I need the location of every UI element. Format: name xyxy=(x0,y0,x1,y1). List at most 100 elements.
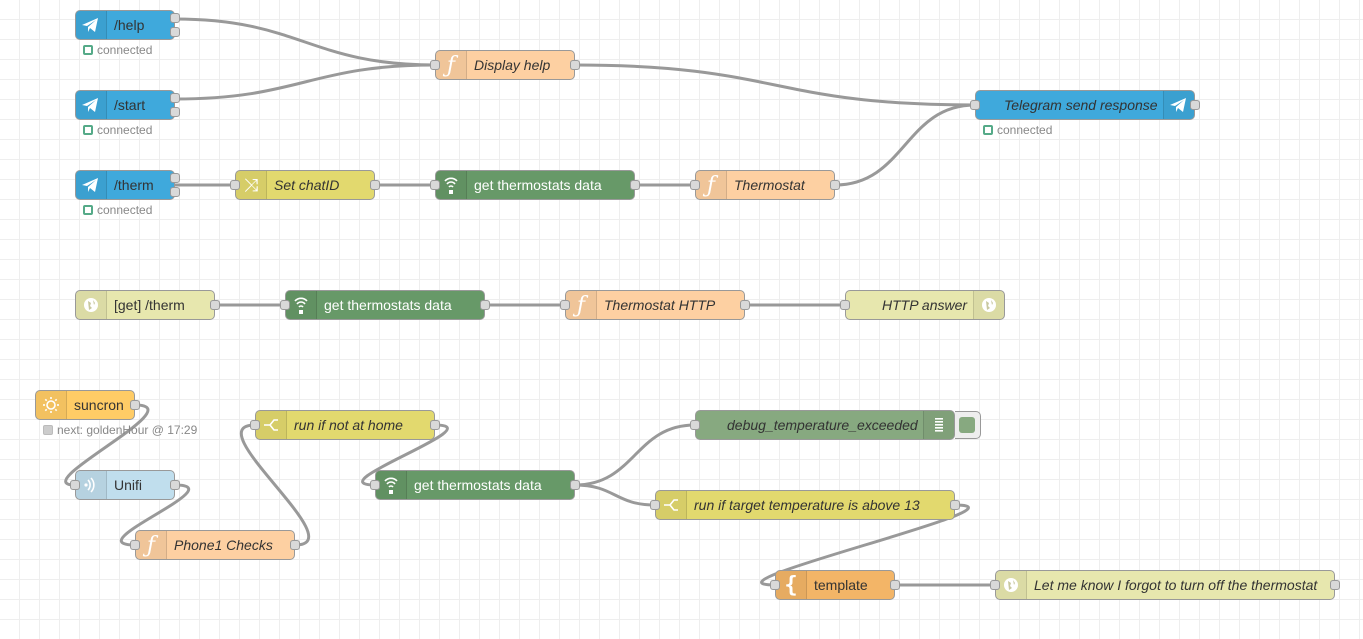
node-get-thermostats-data[interactable]: get thermostats data xyxy=(430,170,640,200)
debug-toggle-button[interactable] xyxy=(955,411,981,439)
wire xyxy=(574,483,656,507)
wire xyxy=(174,63,436,101)
output-port[interactable] xyxy=(210,300,220,310)
output-port[interactable] xyxy=(170,27,180,37)
netatmo-icon xyxy=(286,291,317,319)
node-phone-checks[interactable]: ƒ Phone1 Checks xyxy=(130,530,300,560)
node-let-me-know[interactable]: Let me know I forgot to turn off the the… xyxy=(990,570,1340,600)
output-port[interactable] xyxy=(480,300,490,310)
node-label: get thermostats data xyxy=(324,297,452,313)
node-start[interactable]: /start xyxy=(75,90,180,120)
node-label: run if not at home xyxy=(294,417,403,433)
function-icon: ƒ xyxy=(696,171,727,199)
output-port[interactable] xyxy=(570,60,580,70)
wire xyxy=(361,423,449,487)
debug-icon xyxy=(923,411,954,439)
node-label: Telegram send response xyxy=(1004,97,1158,113)
input-port[interactable] xyxy=(770,580,780,590)
input-port[interactable] xyxy=(430,180,440,190)
output-port[interactable] xyxy=(740,300,750,310)
status-ring-icon xyxy=(983,125,993,135)
node-http-answer[interactable]: HTTP answer xyxy=(840,290,1005,320)
output-port[interactable] xyxy=(430,420,440,430)
node-run-if-target[interactable]: run if target temperature is above 13 xyxy=(650,490,960,520)
output-port[interactable] xyxy=(1330,580,1340,590)
node-debug[interactable]: debug_temperature_exceeded xyxy=(690,410,955,440)
input-port[interactable] xyxy=(970,100,980,110)
wire xyxy=(239,423,311,547)
output-port[interactable] xyxy=(570,480,580,490)
input-port[interactable] xyxy=(840,300,850,310)
globe-icon xyxy=(996,571,1027,599)
node-thermostat[interactable]: ƒ Thermostat xyxy=(690,170,840,200)
switch-icon xyxy=(256,411,287,439)
node-get-thermostats-data[interactable]: get thermostats data xyxy=(370,470,580,500)
output-port[interactable] xyxy=(170,173,180,183)
output-port[interactable] xyxy=(290,540,300,550)
node-set-chatid[interactable]: ⤨ Set chatID xyxy=(230,170,380,200)
output-port[interactable] xyxy=(890,580,900,590)
function-icon: ƒ xyxy=(566,291,597,319)
node-http-in[interactable]: [get] /therm xyxy=(75,290,220,320)
node-label: template xyxy=(814,577,868,593)
input-port[interactable] xyxy=(280,300,290,310)
node-label: debug_temperature_exceeded xyxy=(727,417,918,433)
sun-icon xyxy=(36,391,67,419)
node-help[interactable]: /help xyxy=(75,10,180,40)
node-label: Thermostat HTTP xyxy=(604,297,716,313)
node-label: run if target temperature is above 13 xyxy=(694,497,920,513)
input-port[interactable] xyxy=(370,480,380,490)
node-label: /start xyxy=(114,97,146,113)
node-label: [get] /therm xyxy=(114,297,185,313)
node-status: connected xyxy=(83,123,152,137)
node-label: /help xyxy=(114,17,145,33)
node-label: Phone1 Checks xyxy=(174,537,273,553)
node-template[interactable]: { template xyxy=(770,570,900,600)
node-get-thermostats-data[interactable]: get thermostats data xyxy=(280,290,490,320)
node-telegram-send[interactable]: Telegram send response xyxy=(970,90,1200,120)
status-ring-icon xyxy=(83,45,93,55)
node-status: connected xyxy=(983,123,1052,137)
output-port[interactable] xyxy=(130,400,140,410)
node-label: Unifi xyxy=(114,477,143,493)
netatmo-icon xyxy=(436,171,467,199)
input-port[interactable] xyxy=(690,180,700,190)
input-port[interactable] xyxy=(650,500,660,510)
node-label: HTTP answer xyxy=(882,297,968,313)
input-port[interactable] xyxy=(130,540,140,550)
output-port[interactable] xyxy=(630,180,640,190)
node-suncron[interactable]: suncron xyxy=(35,390,140,420)
node-label: get thermostats data xyxy=(474,177,602,193)
input-port[interactable] xyxy=(690,420,700,430)
node-thermostat-http[interactable]: ƒ Thermostat HTTP xyxy=(560,290,750,320)
wire xyxy=(574,423,696,487)
telegram-icon xyxy=(1163,91,1194,119)
node-label: Thermostat xyxy=(734,177,805,193)
output-port[interactable] xyxy=(170,107,180,117)
output-port[interactable] xyxy=(170,93,180,103)
output-port[interactable] xyxy=(830,180,840,190)
node-therm-command[interactable]: /therm xyxy=(75,170,180,200)
output-port[interactable] xyxy=(370,180,380,190)
node-run-if-not-home[interactable]: run if not at home xyxy=(250,410,440,440)
node-label: Set chatID xyxy=(274,177,340,193)
output-port[interactable] xyxy=(170,480,180,490)
input-port[interactable] xyxy=(70,480,80,490)
node-unifi[interactable]: Unifi xyxy=(70,470,180,500)
output-port[interactable] xyxy=(1190,100,1200,110)
wire xyxy=(574,63,976,107)
node-display-help[interactable]: ƒ Display help xyxy=(430,50,580,80)
input-port[interactable] xyxy=(230,180,240,190)
debug-toggle-indicator xyxy=(959,417,975,433)
output-port[interactable] xyxy=(950,500,960,510)
input-port[interactable] xyxy=(430,60,440,70)
output-port[interactable] xyxy=(170,13,180,23)
wire xyxy=(64,403,150,487)
telegram-icon xyxy=(76,171,107,199)
input-port[interactable] xyxy=(990,580,1000,590)
input-port[interactable] xyxy=(560,300,570,310)
output-port[interactable] xyxy=(170,187,180,197)
input-port[interactable] xyxy=(250,420,260,430)
